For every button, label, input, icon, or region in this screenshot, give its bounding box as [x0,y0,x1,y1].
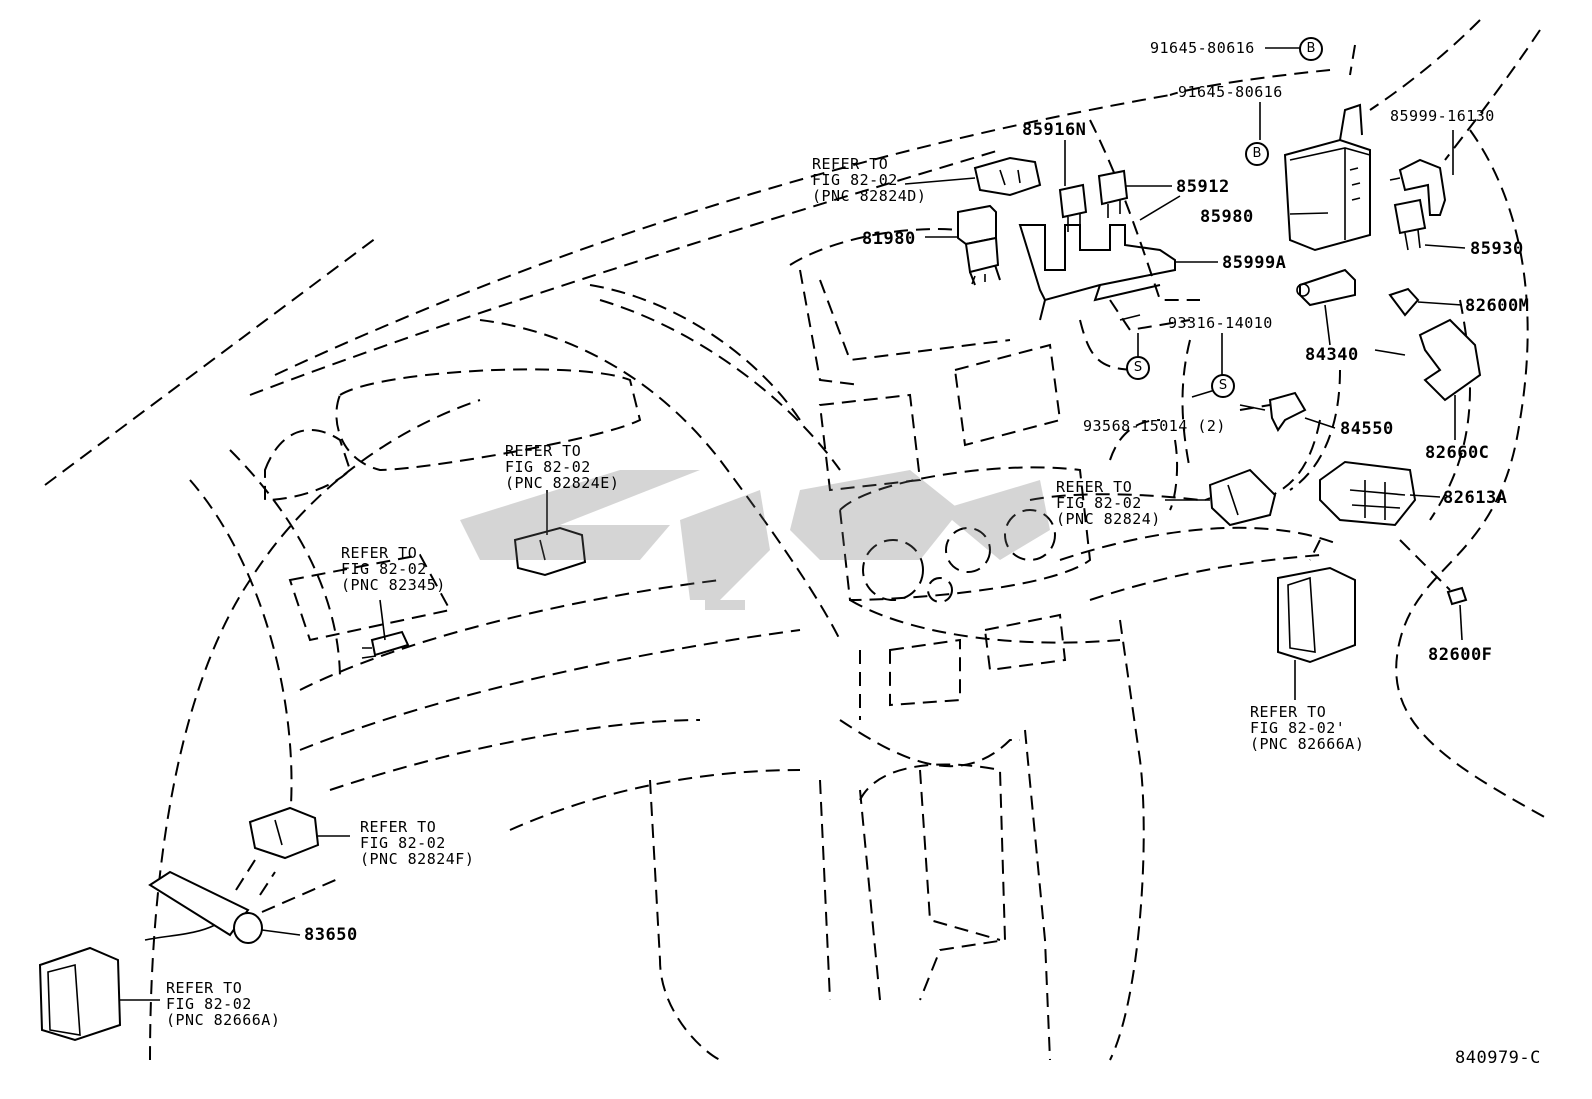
callout-91645-80616-top[interactable]: 91645-80616 [1150,39,1255,57]
callout-93568-15014[interactable]: 93568-15014 (2) [1083,417,1226,435]
callout-82660C[interactable]: 82660C [1425,443,1490,463]
diagram-id: 840979-C [1455,1048,1541,1068]
marker-s: S [1211,374,1235,398]
reference-line: (PNC 82666A) [1250,735,1365,753]
callout-84340[interactable]: 84340 [1305,345,1359,365]
callout-85980[interactable]: 85980 [1200,207,1254,227]
reference-line: FIG 82-02 [1056,494,1142,512]
reference-line: FIG 82-02 [360,834,446,852]
marker-s: S [1126,356,1150,380]
reference-line: FIG 82-02' [1250,719,1346,737]
reference-line: FIG 82-02 [166,995,252,1013]
callout-85999-16130[interactable]: 85999-16130 [1390,107,1495,125]
callout-85916N[interactable]: 85916N [1022,120,1087,140]
reference-line: REFER TO [812,155,889,173]
reference-line: REFER TO [1250,703,1327,721]
reference-line: REFER TO [166,979,243,997]
reference-line: REFER TO [1056,478,1133,496]
reference-line: FIG 82-02 [341,560,427,578]
callout-84550[interactable]: 84550 [1340,419,1394,439]
callout-82613A[interactable]: 82613A [1443,488,1508,508]
reference-line: (PNC 82824F) [360,850,475,868]
reference-line: (PNC 82824) [1056,510,1161,528]
reference-line: REFER TO [505,442,582,460]
callout-83650[interactable]: 83650 [304,925,358,945]
callout-85930[interactable]: 85930 [1470,239,1524,259]
callout-93316-14010[interactable]: 93316-14010 [1168,314,1273,332]
watermark-logo [460,470,1050,610]
callout-91645-80616[interactable]: 91645-80616 [1178,83,1283,101]
reference-line: FIG 82-02 [505,458,591,476]
reference-line: (PNC 82824E) [505,474,620,492]
marker-b: B [1299,37,1323,61]
reference-line: (PNC 82824D) [812,187,927,205]
callout-82600M[interactable]: 82600M [1465,296,1530,316]
reference-line: (PNC 82345) [341,576,446,594]
marker-b: B [1245,142,1269,166]
reference-line: REFER TO [341,544,418,562]
callout-81980[interactable]: 81980 [862,229,916,249]
reference-line: FIG 82-02 [812,171,898,189]
callout-82600F[interactable]: 82600F [1428,645,1493,665]
reference-line: REFER TO [360,818,437,836]
callout-85912[interactable]: 85912 [1176,177,1230,197]
callout-85999A[interactable]: 85999A [1222,253,1287,273]
reference-line: (PNC 82666A) [166,1011,281,1029]
